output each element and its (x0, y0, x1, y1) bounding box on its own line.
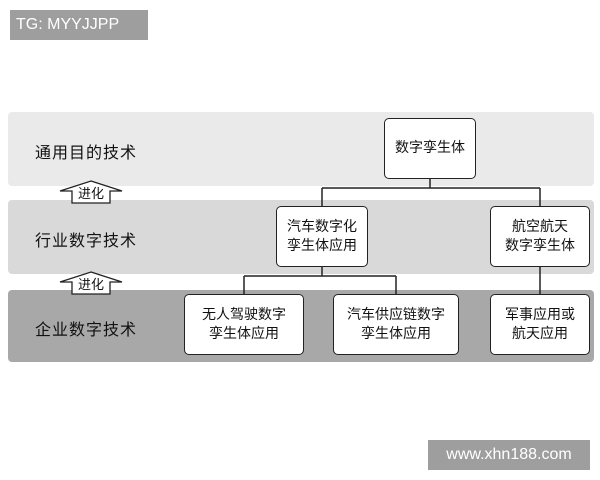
evolution-label-1: 进化 (77, 187, 104, 202)
up-arrow-icon (59, 271, 123, 295)
node-auto-digital-twin: 汽车数字化 孪生体应用 (276, 206, 368, 267)
node-digital-twin: 数字孪生体 (384, 118, 476, 179)
watermark-top: TG: MYYJJPP (10, 10, 148, 40)
evolution-arrow-2: 进化 (58, 271, 124, 295)
watermark-bottom: www.xhn188.com (428, 440, 590, 470)
up-arrow-icon (59, 180, 123, 204)
layer-label-industry: 行业数字技术 (34, 231, 137, 250)
layer-label-enterprise: 企业数字技术 (34, 320, 137, 339)
layer-label-general: 通用目的技术 (34, 143, 137, 162)
node-autonomous-driving: 无人驾驶数字 孪生体应用 (184, 294, 304, 355)
layer-general-purpose: 通用目的技术 (8, 112, 594, 186)
evolution-arrow-1: 进化 (58, 180, 124, 204)
node-military-aero: 军事应用或 航天应用 (490, 294, 590, 355)
node-aero-digital-twin: 航空航天 数字孪生体 (490, 206, 590, 267)
node-auto-supply-chain: 汽车供应链数字 孪生体应用 (333, 294, 459, 355)
evolution-label-2: 进化 (77, 278, 104, 293)
